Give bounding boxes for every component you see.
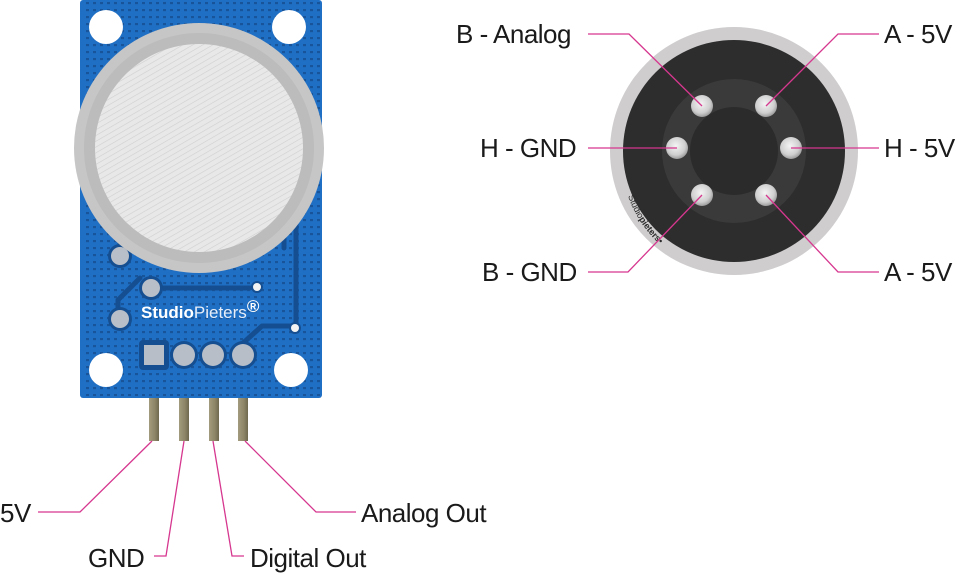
header-pin-5v [149, 398, 159, 441]
sensor-pad [111, 247, 129, 265]
header-pin-gnd [179, 398, 189, 441]
sensor-bottom-view: Studiopieters• B - Analog A - 5V H - GND… [456, 19, 956, 287]
sensor-label-h-5v: H - 5V [884, 133, 956, 163]
mounting-hole-bottom-right [274, 353, 308, 387]
header-pin-analog-out [238, 398, 248, 441]
sensor-pad [142, 279, 160, 297]
pin-label-analog-out: Analog Out [361, 498, 487, 528]
via [253, 283, 261, 291]
module-brand: StudioPieters® [141, 297, 260, 322]
header-pin-digital-out [209, 398, 219, 441]
module-leader-lines [38, 440, 356, 557]
sensor-center [690, 107, 778, 195]
sensor-label-h-gnd: H - GND [480, 133, 576, 163]
sensor-pad [111, 310, 129, 328]
header-pins [149, 398, 248, 441]
sensor-label-b-gnd: B - GND [482, 257, 577, 287]
gas-sensor-module: StudioPieters® 5V GND [0, 0, 488, 573]
sensor-mesh [95, 44, 303, 252]
mounting-hole-bottom-left [89, 353, 123, 387]
sensor-label-a-5v-bottom: A - 5V [884, 257, 953, 287]
via [291, 324, 299, 332]
header-pads [139, 340, 257, 370]
pin-label-gnd: GND [88, 543, 144, 573]
mounting-hole-top-right [272, 10, 306, 44]
pin-label-5v: 5V [0, 498, 32, 528]
sensor-label-b-analog: B - Analog [456, 19, 571, 49]
mounting-hole-top-left [89, 10, 123, 44]
pin-label-digital-out: Digital Out [250, 543, 367, 573]
sensor-label-a-5v-top: A - 5V [884, 19, 953, 49]
sensor-leader-lines [588, 33, 879, 273]
